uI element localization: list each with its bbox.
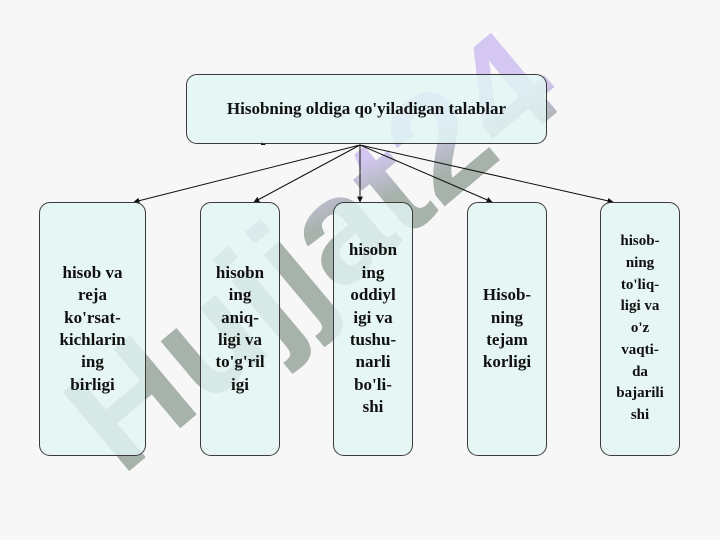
child-node-1: hisob va reja ko'rsat- kichlarin ing bir…: [39, 202, 146, 456]
arrow-to-box-4: [359, 144, 493, 203]
child-node-1-label: hisob va reja ko'rsat- kichlarin ing bir…: [59, 262, 126, 394]
child-node-5: hisob- ning to'liq- ligi va o'z vaqti- d…: [600, 202, 680, 456]
child-node-4-label: Hisob- ning tejam korligi: [482, 285, 532, 372]
child-node-5-label: hisob- ning to'liq- ligi va o'z vaqti- d…: [616, 233, 664, 424]
arrow-to-box-2: [253, 144, 361, 203]
arrow-to-box-1: [133, 144, 361, 204]
child-node-2: hisobn ing aniq- ligi va to'g'ril igi: [200, 202, 280, 456]
child-node-3: hisobn ing oddiyl igi va tushu- narli bo…: [333, 202, 413, 456]
arrow-to-box-5: [359, 144, 614, 204]
root-node: Hisobning oldiga qo'yiladigan talablar: [186, 74, 547, 144]
child-node-2-label: hisobn ing aniq- ligi va to'g'ril igi: [215, 262, 265, 394]
root-node-label: Hisobning oldiga qo'yiladigan talablar: [226, 99, 507, 118]
child-node-3-label: hisobn ing oddiyl igi va tushu- narli bo…: [348, 240, 398, 417]
child-node-4: Hisob- ning tejam korligi: [467, 202, 547, 456]
